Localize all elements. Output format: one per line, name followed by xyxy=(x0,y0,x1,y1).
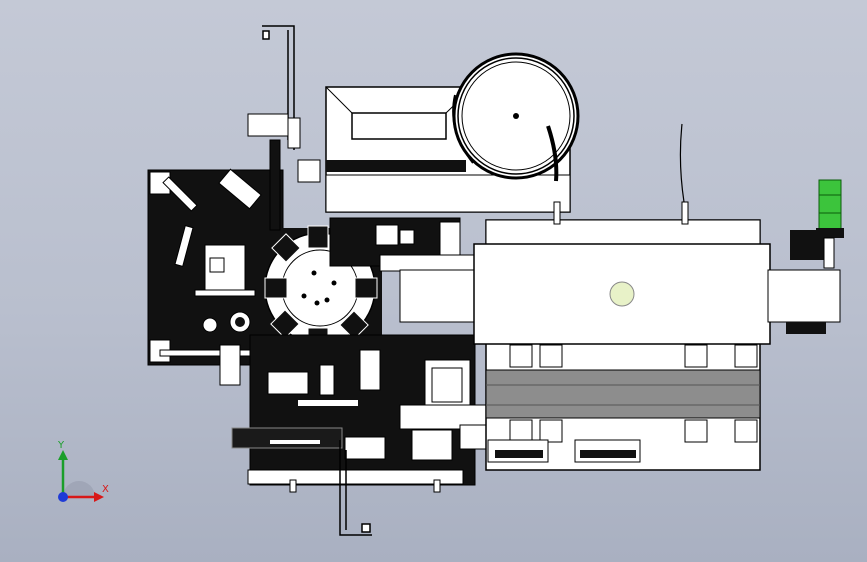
y-axis-label: Y xyxy=(58,440,65,451)
upper-middle-carriage xyxy=(329,217,481,272)
bottom-vertical-rod xyxy=(339,440,372,536)
left-vertical-rail xyxy=(247,113,321,231)
coordinate-triad: Y X xyxy=(40,440,120,510)
servo-motor xyxy=(816,179,844,269)
vibration-bowl xyxy=(452,52,580,182)
triad-axes xyxy=(58,450,104,502)
conveyor-belt xyxy=(399,123,841,345)
lower-middle-mechanism xyxy=(219,334,491,493)
x-axis-label: X xyxy=(102,484,109,495)
